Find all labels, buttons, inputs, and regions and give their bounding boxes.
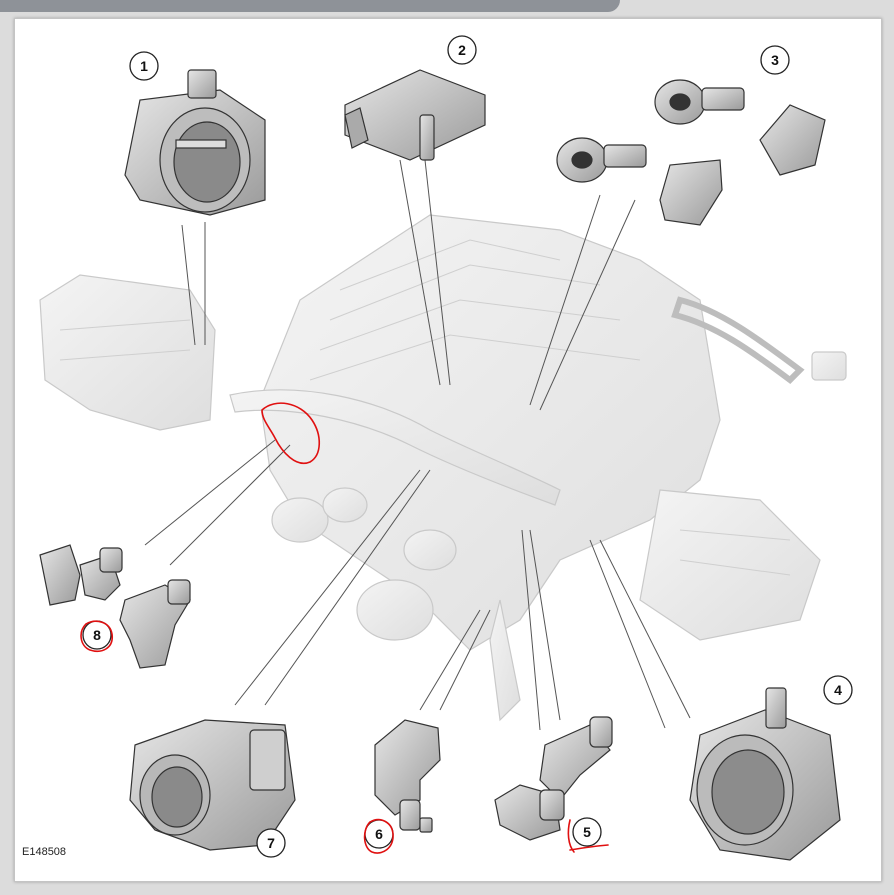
callout-2: 2 — [447, 35, 477, 65]
part-5-cmp-sensors — [494, 716, 613, 841]
callout-3: 3 — [760, 45, 790, 75]
red-annotations — [80, 402, 609, 854]
callout-3-label: 3 — [771, 52, 779, 68]
red-circle-callout-6 — [363, 818, 394, 854]
callout-7-label: 7 — [267, 835, 275, 851]
callout-5: 5 — [572, 817, 602, 847]
callout-4: 4 — [823, 675, 853, 705]
figure-reference-code: E148508 — [22, 846, 67, 858]
part-4-maf-sensor — [689, 687, 841, 861]
window-top-bar — [0, 0, 620, 12]
part-7-throttle-body — [129, 719, 296, 851]
engine-block — [39, 214, 847, 722]
part-8-ckp-sensors — [39, 544, 191, 669]
red-circle-callout-8 — [80, 620, 113, 652]
part-3-knock-sensors — [556, 79, 826, 226]
callout-1: 1 — [129, 51, 159, 81]
callout-1-label: 1 — [140, 58, 148, 74]
red-circle-engine-sensor — [261, 402, 321, 465]
callout-7: 7 — [256, 828, 286, 858]
callout-4-label: 4 — [834, 682, 842, 698]
engine-detail-lines — [59, 239, 791, 576]
callout-5-label: 5 — [583, 824, 591, 840]
part-6-sensor — [374, 719, 441, 833]
callout-6-label: 6 — [375, 826, 383, 842]
part-1-maf-sensor — [124, 69, 266, 216]
callout-8-label: 8 — [93, 627, 101, 643]
callout-2-label: 2 — [458, 42, 466, 58]
leader-lines — [144, 159, 691, 731]
red-bracket-callout-5 — [567, 819, 575, 853]
part-2-map-sensor — [344, 69, 486, 161]
